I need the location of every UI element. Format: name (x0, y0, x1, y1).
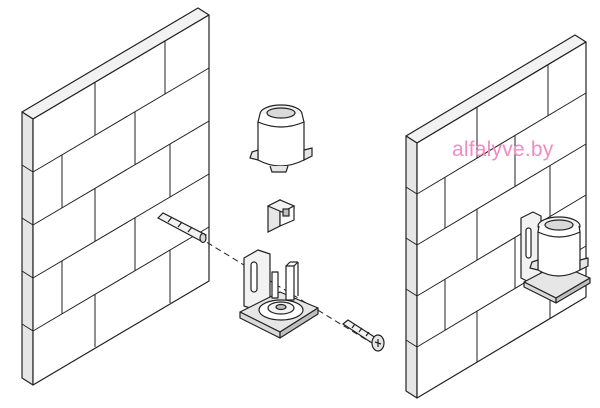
wall-plug (157, 212, 207, 244)
screw (341, 319, 385, 352)
right-wall-side-ticks (405, 186, 418, 348)
right-brick-wall (405, 34, 587, 399)
small-clip (266, 199, 296, 233)
assembled-unit (520, 211, 591, 304)
cap (249, 104, 313, 173)
right-wall-side (405, 135, 418, 399)
left-wall-face (32, 14, 210, 386)
alignment-dashed-line (189, 231, 371, 343)
watermark-text: alfalyve.by (452, 138, 554, 161)
right-wall-face (416, 41, 587, 399)
left-brick-wall (21, 7, 210, 386)
left-wall-side-ticks (21, 164, 34, 332)
left-wall-side (21, 111, 34, 386)
left-wall-mortar (32, 41, 210, 347)
bracket-with-base (239, 249, 319, 339)
